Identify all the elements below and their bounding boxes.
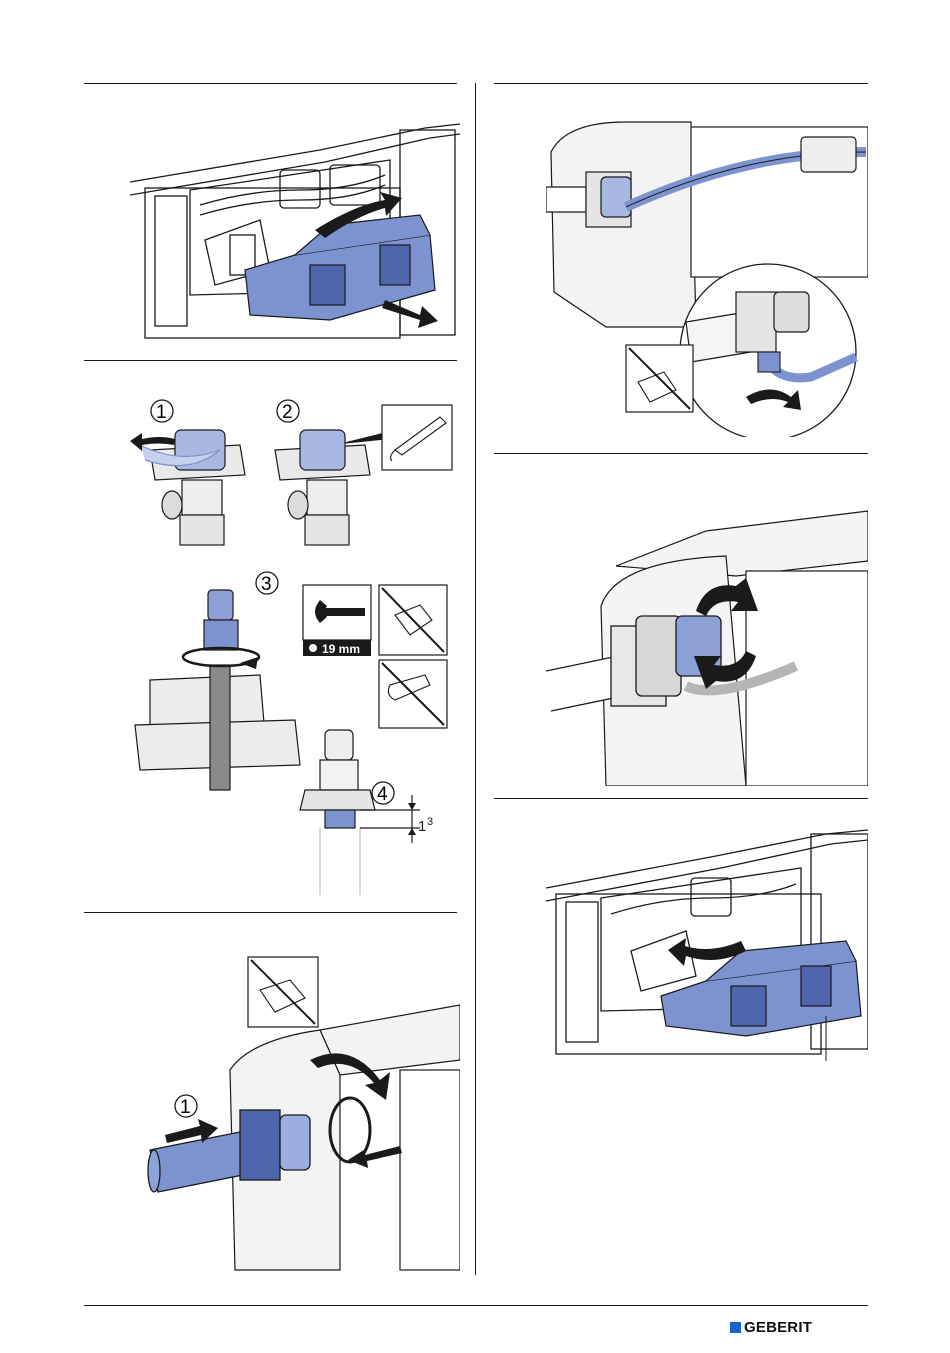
illustration-thread-sealing: 1 2 3 4 — [120, 395, 460, 905]
no-pipe-wrench-icon — [379, 585, 447, 655]
section-rule-left-2 — [84, 360, 457, 361]
section-rule-left-3 — [84, 912, 457, 913]
illustration-hose-connection — [546, 112, 868, 437]
illustration-remove-bracket — [130, 120, 460, 345]
callout-3: 3 — [261, 574, 272, 595]
no-pipe-wrench-icon — [626, 345, 693, 412]
wrench-size-label: 19 mm — [322, 642, 360, 656]
section-rule-right-1 — [494, 83, 868, 84]
logo-square-icon — [730, 1322, 741, 1333]
callout-1: 1 — [180, 1097, 191, 1118]
illustration-reinstall-bracket — [546, 826, 868, 1061]
brand-logo: GEBERIT — [730, 1319, 812, 1336]
callout-4: 4 — [377, 784, 388, 805]
illustration-insert-pipe: 1 2 — [140, 950, 460, 1275]
illustration-tighten-union — [546, 486, 868, 786]
section-rule-right-2 — [494, 453, 868, 454]
callout-1: 1 — [156, 402, 167, 423]
no-adjustable-wrench-icon — [379, 660, 447, 728]
sealant-tool-icon — [382, 405, 452, 470]
dimension-superscript: 3 — [427, 816, 433, 828]
section-rule-left-1 — [84, 83, 457, 84]
brand-name: GEBERIT — [744, 1319, 812, 1336]
footer-rule — [84, 1305, 868, 1306]
section-rule-right-3 — [494, 798, 868, 799]
dimension-value: 1 — [418, 818, 426, 835]
column-divider — [475, 83, 476, 1275]
callout-2: 2 — [282, 402, 293, 423]
no-pipe-wrench-icon — [248, 957, 318, 1027]
